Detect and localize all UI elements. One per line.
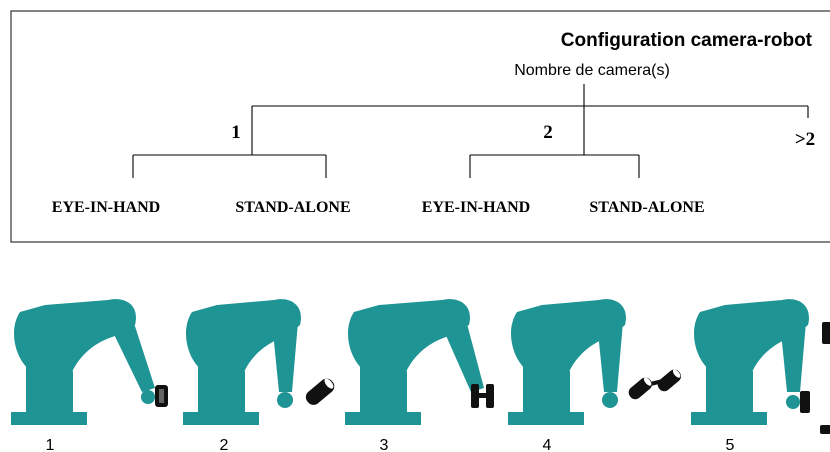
camera-icon — [305, 378, 335, 405]
camera-icon — [822, 322, 830, 344]
branch-label-more: >2 — [795, 129, 815, 150]
robot-label-1: 1 — [46, 437, 55, 452]
robot-label-5: 5 — [726, 437, 735, 452]
leaf-stand-alone-1: STAND-ALONE — [235, 199, 350, 216]
robot-4 — [508, 299, 682, 425]
diagram-title: Configuration camera-robot — [561, 30, 813, 51]
branch-label-1: 1 — [231, 122, 241, 143]
robot-2 — [183, 299, 335, 425]
leaf-eye-in-hand-1: EYE-IN-HAND — [52, 199, 160, 216]
camera-icon — [820, 425, 830, 434]
camera-icon — [628, 369, 682, 400]
robot-label-3: 3 — [380, 437, 389, 452]
diagram-subtitle: Nombre de camera(s) — [514, 62, 670, 79]
leaf-stand-alone-2: STAND-ALONE — [589, 199, 704, 216]
branch-label-2: 2 — [543, 122, 553, 143]
camera-icon — [471, 384, 494, 408]
tree-lines — [132, 84, 809, 178]
robot-5 — [691, 299, 830, 434]
camera-icon — [155, 385, 168, 407]
robot-label-4: 4 — [543, 437, 552, 452]
robot-label-2: 2 — [220, 437, 229, 452]
robot-3 — [345, 299, 494, 425]
leaf-eye-in-hand-2: EYE-IN-HAND — [422, 199, 530, 216]
camera-icon — [800, 391, 810, 413]
diagram-frame — [10, 10, 830, 243]
robot-1 — [11, 299, 168, 425]
